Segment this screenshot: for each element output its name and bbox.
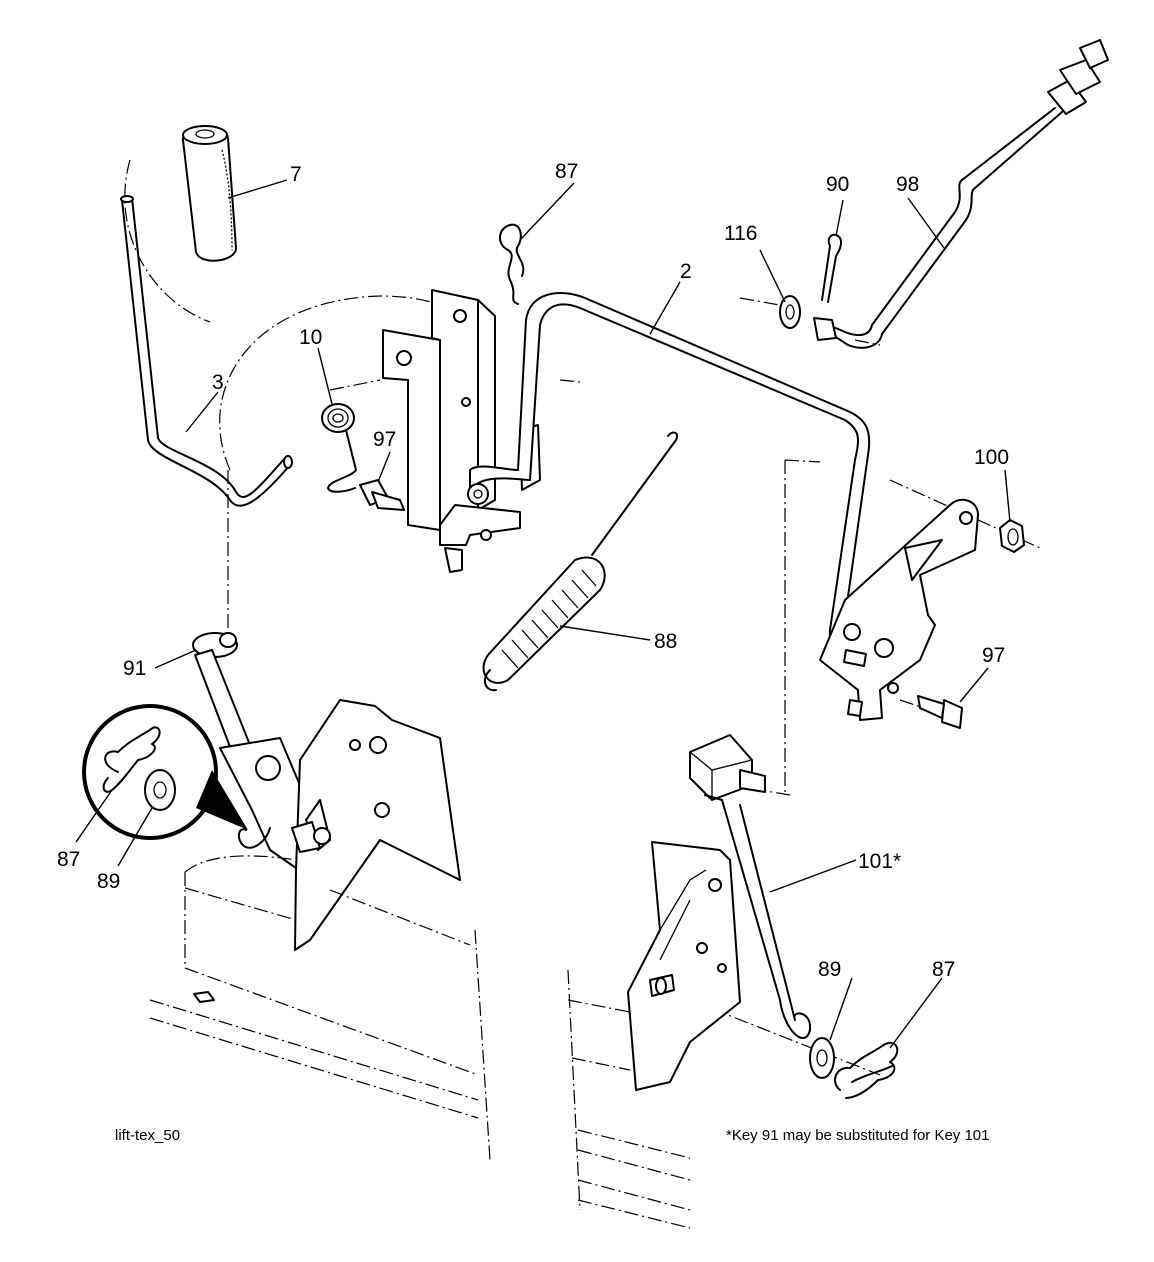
- washer-89-lower: [809, 1037, 835, 1079]
- callout-87-top: 87: [555, 160, 578, 183]
- hairpin-clip-87-lower: [834, 1041, 899, 1099]
- lift-link-91: [192, 632, 253, 766]
- callout-97-upper: 97: [373, 428, 396, 451]
- lift-shaft-2: [467, 292, 871, 661]
- callout-89-inset: 89: [97, 870, 120, 893]
- extension-spring-88: [482, 431, 678, 692]
- lift-bracket: [382, 289, 541, 573]
- callout-88: 88: [654, 630, 677, 653]
- callout-97-lower: 97: [982, 644, 1005, 667]
- callout-91: 91: [123, 657, 146, 680]
- callout-89-lower: 89: [818, 958, 841, 981]
- callout-100: 100: [974, 446, 1009, 469]
- callout-87-lower: 87: [932, 958, 955, 981]
- callout-labels: 7 87 90 98 116 2 10 3 97 100 88 91 97 87…: [57, 160, 1009, 981]
- bolt-97-lower: [917, 695, 963, 729]
- lift-link-rod-98: [813, 39, 1109, 349]
- spring-10: [321, 403, 357, 493]
- callout-10: 10: [299, 326, 322, 349]
- callout-98: 98: [896, 173, 919, 196]
- callout-116: 116: [724, 222, 757, 245]
- right-lift-bracket: [819, 498, 979, 721]
- callout-3: 3: [212, 371, 224, 394]
- left-deck-housing: [149, 855, 491, 1161]
- callout-2: 2: [680, 260, 692, 283]
- right-deck-housing: [567, 969, 691, 1229]
- nut-100: [999, 519, 1025, 553]
- hairpin-clip-87-top: [499, 223, 525, 305]
- left-deck-bracket: [219, 699, 461, 951]
- lift-handle-rod-3: [120, 195, 293, 507]
- callout-7: 7: [290, 163, 302, 186]
- handle-grip-7: [182, 125, 237, 262]
- cotter-pin-90: [821, 233, 843, 303]
- bolt-97-upper: [359, 479, 405, 511]
- callout-90: 90: [826, 173, 849, 196]
- leader-lines: [75, 179, 1011, 1049]
- lift-link-101: [689, 734, 812, 1039]
- drawing-id: lift-tex_50: [115, 1127, 180, 1144]
- callout-87-inset: 87: [57, 848, 80, 871]
- callout-101: 101*: [858, 850, 901, 873]
- washer-116: [779, 295, 801, 329]
- right-deck-bracket: [627, 841, 741, 1091]
- detail-magnifier: [82, 704, 248, 840]
- footnote: *Key 91 may be substituted for Key 101: [726, 1127, 990, 1144]
